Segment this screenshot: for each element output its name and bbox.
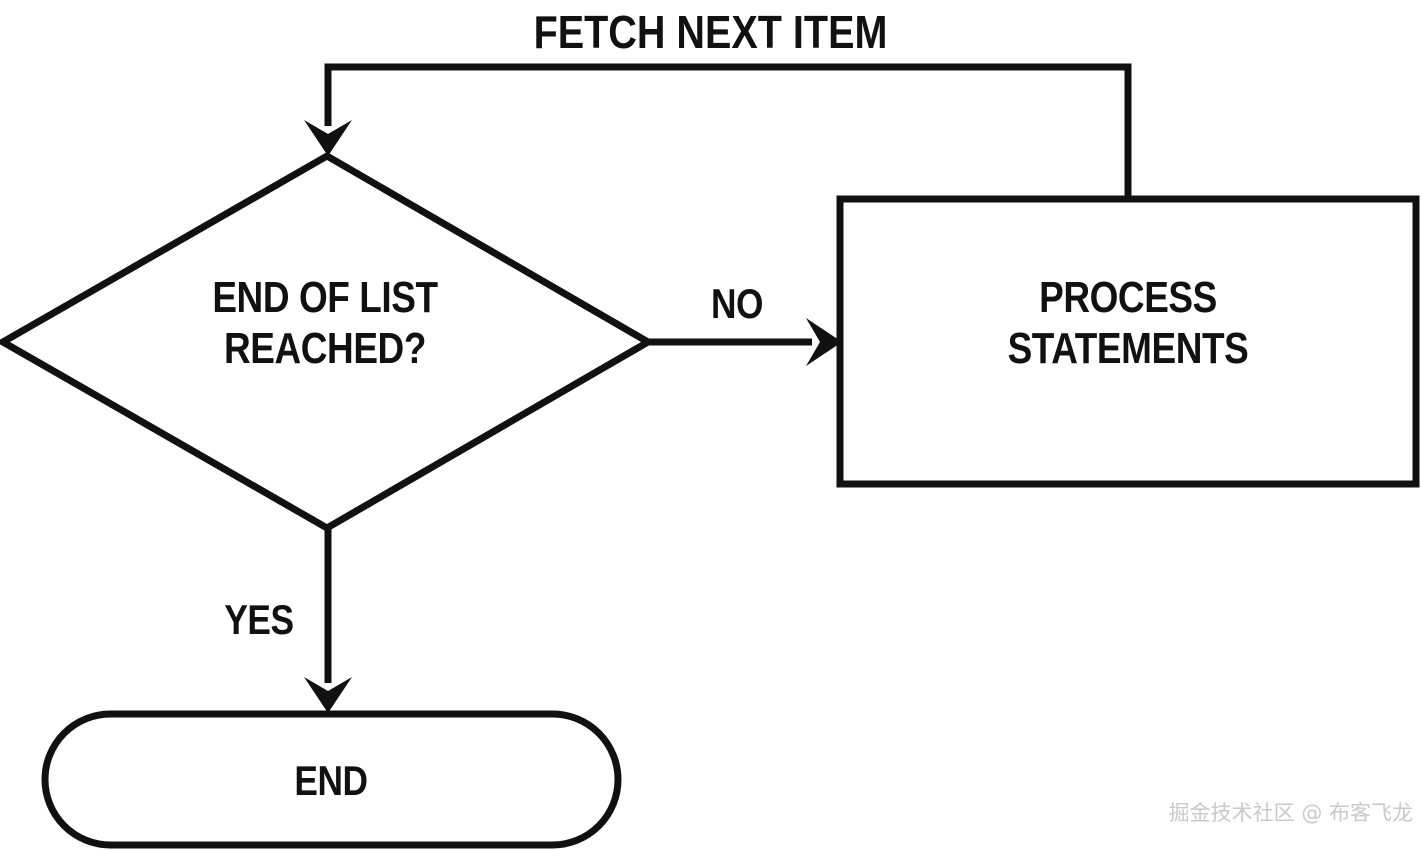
edge-label-yes: YES xyxy=(224,596,294,643)
edge-label-fetch-next-item: FETCH NEXT ITEM xyxy=(533,6,888,58)
edge-decision-to-process xyxy=(648,318,842,366)
node-process[interactable] xyxy=(836,195,1420,488)
node-end[interactable] xyxy=(41,710,622,849)
watermark-text: 掘金技术社区 @ 布客飞龙 xyxy=(1168,801,1413,825)
end-node-label: END xyxy=(294,757,368,804)
decision-node-label: END OF LIST REACHED? xyxy=(212,273,438,374)
edge-label-no: NO xyxy=(710,280,764,327)
edge-decision-to-end xyxy=(304,528,352,713)
edge-process-to-decision xyxy=(304,63,1132,199)
process-node-label: PROCESS STATEMENTS xyxy=(1007,273,1249,374)
